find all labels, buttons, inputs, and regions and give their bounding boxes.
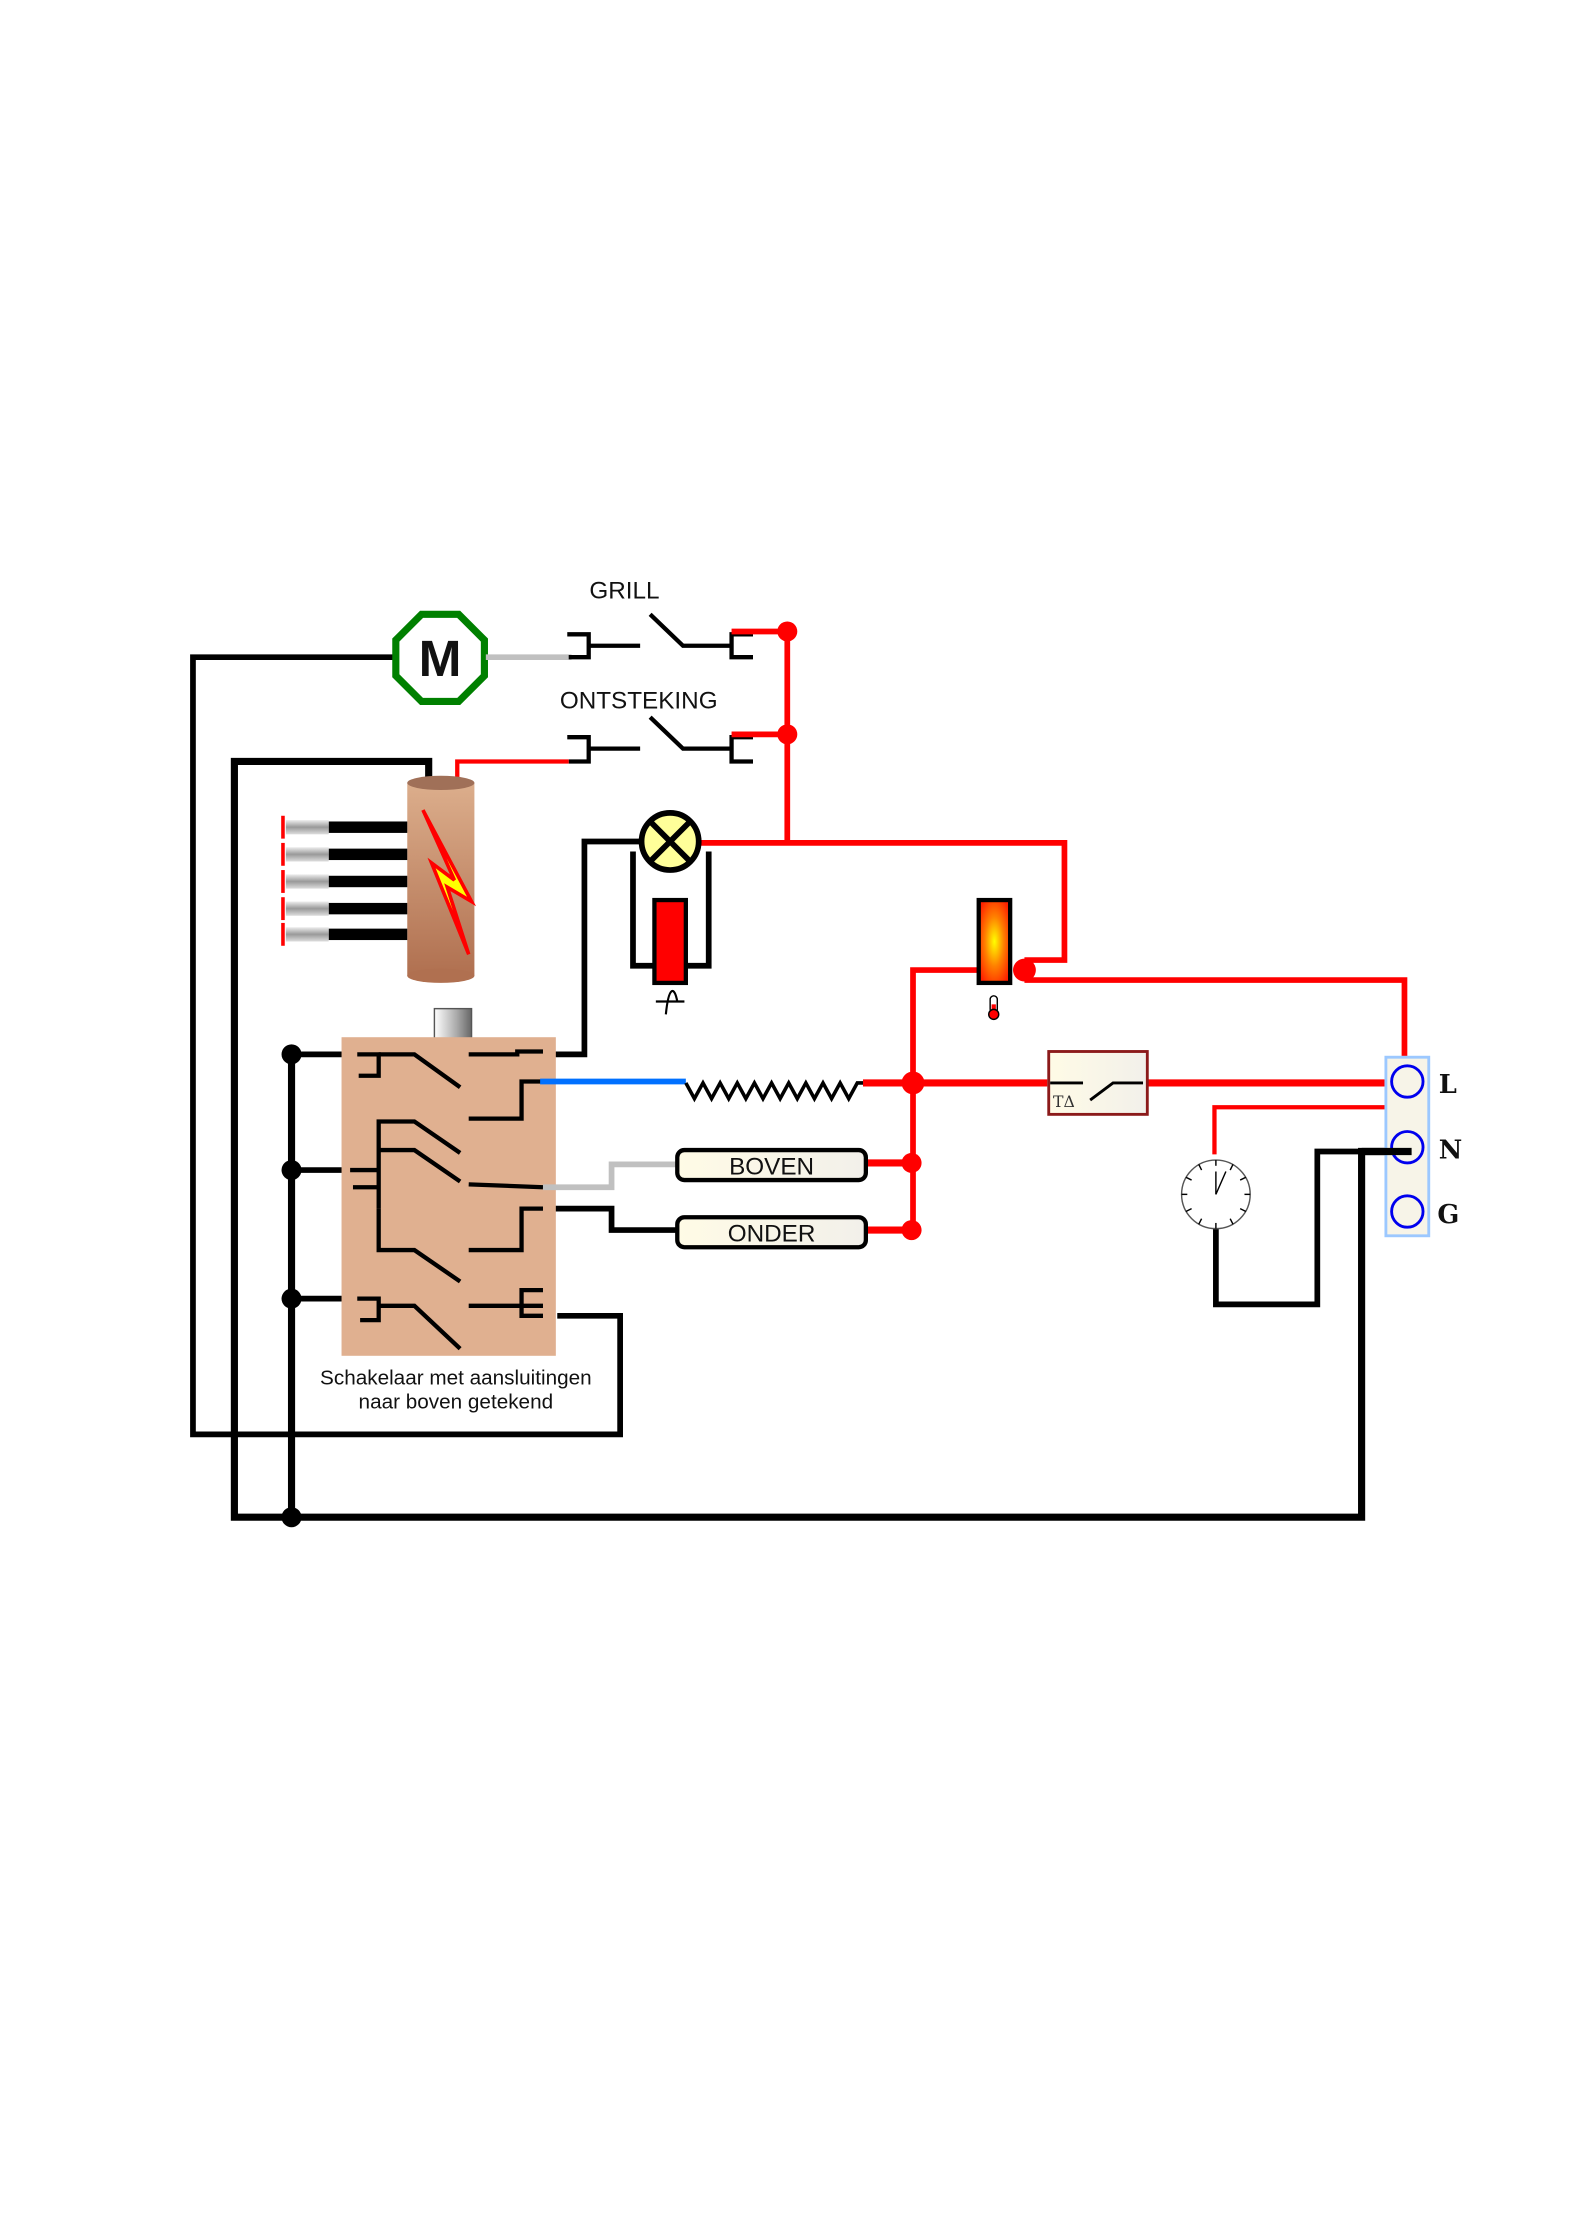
- top-heating-element: BOVEN: [677, 1150, 866, 1180]
- grill-label: GRILL: [589, 578, 659, 605]
- thermocouple-symbol-icon: [656, 991, 685, 1014]
- grill-heating-element: [686, 1083, 863, 1099]
- thermal-cutout-switch: TΔ: [1049, 1051, 1148, 1114]
- thermocouple: [633, 851, 709, 1014]
- motor: M: [396, 614, 485, 701]
- live-wiring: [457, 631, 1407, 1230]
- svg-text:M: M: [419, 629, 462, 687]
- timer-clock-icon: [1182, 1160, 1251, 1229]
- grill-switch: [567, 614, 753, 657]
- igniter: [283, 776, 474, 983]
- oven-thermostat: [979, 900, 1010, 1019]
- switch-knob[interactable]: [434, 1009, 471, 1039]
- svg-text:BOVEN: BOVEN: [729, 1153, 814, 1180]
- svg-text:N: N: [1439, 1136, 1463, 1166]
- ignition-label: ONTSTEKING: [560, 688, 718, 715]
- ignition-switch: [567, 717, 753, 761]
- selector-switch: [342, 1009, 556, 1356]
- oven-lamp: [642, 813, 699, 870]
- svg-text:L: L: [1439, 1070, 1457, 1100]
- switch-caption-line1: Schakelaar met aansluitingen: [320, 1366, 592, 1389]
- gray-wire: [543, 1164, 677, 1187]
- igniter-electrodes: [283, 816, 407, 946]
- svg-text:G: G: [1437, 1200, 1459, 1230]
- switch-caption-line2: naar boven getekend: [359, 1391, 554, 1414]
- svg-text:ONDER: ONDER: [728, 1221, 816, 1248]
- thermometer-icon: [989, 996, 999, 1020]
- svg-text:TΔ: TΔ: [1053, 1092, 1075, 1111]
- bottom-heating-element: ONDER: [677, 1217, 866, 1247]
